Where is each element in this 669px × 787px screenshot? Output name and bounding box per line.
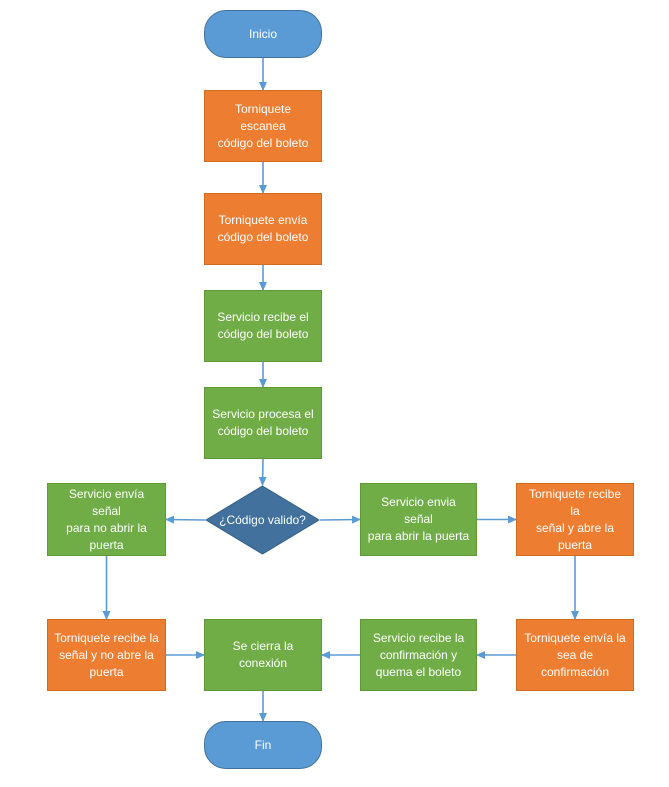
end-label: Fin [254, 737, 272, 752]
decision-valid-code-label: ¿Código valido? [219, 512, 306, 527]
start-terminal: Inicio [204, 10, 322, 58]
process-close-connection-label: Se cierra la conexión [232, 639, 294, 670]
process-send-no-open-signal: Servicio envía señal para no abrir la pu… [47, 483, 166, 556]
decision-valid-code: ¿Código valido? [205, 485, 320, 555]
process-receive-confirmation-label: Servicio recibe la confirmación y quema … [372, 630, 465, 679]
process-receive-code: Servicio recibe el código del boleto [204, 290, 322, 362]
process-turnstile-stays-closed: Torniquete recibe la señal y no abre la … [47, 619, 166, 691]
process-receive-code-label: Servicio recibe el código del boleto [217, 310, 309, 341]
process-turnstile-stays-closed-label: Torniquete recibe la señal y no abre la … [54, 630, 159, 679]
end-terminal: Fin [204, 721, 322, 769]
decision-diamond-shape [205, 485, 320, 555]
process-process-code-label: Servicio procesa el código del boleto [212, 407, 314, 438]
edge-process_code-to-decision [258, 458, 267, 486]
process-send-confirmation: Torniquete envía la sea de confirmación [516, 619, 634, 691]
process-send-code-label: Torniquete envía código del boleto [217, 213, 309, 244]
process-send-code: Torniquete envía código del boleto [204, 193, 322, 265]
process-turnstile-opens: Torniquete recibe la señal y abre la pue… [516, 483, 634, 556]
process-turnstile-opens-label: Torniquete recibe la señal y abre la pue… [528, 486, 622, 552]
edge-decision-to-send_no_open [165, 515, 206, 524]
process-receive-confirmation: Servicio recibe la confirmación y quema … [360, 619, 477, 691]
process-send-confirmation-label: Torniquete envía la sea de confirmación [524, 630, 626, 679]
start-label: Inicio [248, 26, 277, 41]
edge-decision-to-send_open [319, 515, 361, 524]
process-close-connection: Se cierra la conexión [204, 619, 322, 691]
process-scan-ticket: Torniquete escanea código del boleto [204, 90, 322, 162]
process-send-no-open-signal-label: Servicio envía señal para no abrir la pu… [66, 486, 147, 552]
process-process-code: Servicio procesa el código del boleto [204, 387, 322, 459]
process-send-open-signal: Servicio envia señal para abrir la puert… [360, 483, 477, 556]
process-send-open-signal-label: Servicio envia señal para abrir la puert… [367, 495, 470, 543]
process-scan-ticket-label: Torniquete escanea código del boleto [217, 101, 309, 150]
